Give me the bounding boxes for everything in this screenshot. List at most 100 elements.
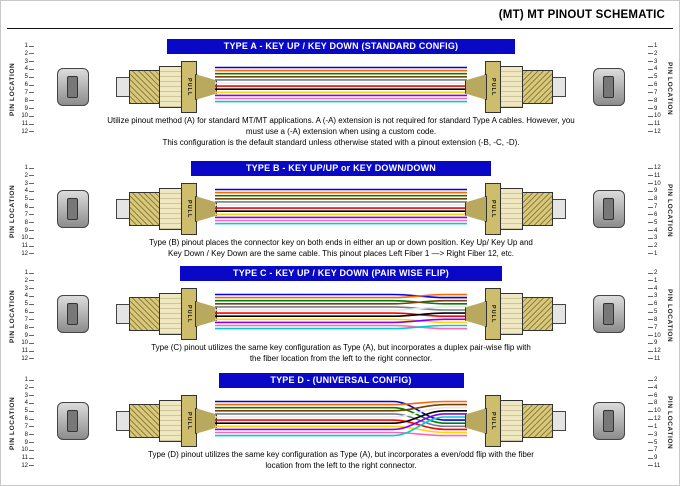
pin-number-row: 7 (648, 204, 662, 210)
pin-location-label: PIN LOCATION (9, 289, 16, 343)
pin-number-row: 12 (648, 129, 662, 135)
pin-tick (29, 327, 34, 329)
pin-tick (29, 131, 34, 133)
pin-number-row: 7 (648, 325, 662, 331)
pin-number: 10 (21, 340, 28, 347)
mt-connector-right: PULL (467, 183, 567, 235)
pin-number-row: 1 (20, 377, 34, 383)
pin-number: 5 (24, 408, 28, 415)
pin-tick (648, 358, 653, 360)
pin-number: 11 (654, 355, 661, 362)
pin-number-row: 5 (20, 196, 34, 202)
pin-number: 6 (24, 204, 28, 211)
pin-number-row: 11 (648, 121, 662, 127)
pin-number: 2 (24, 50, 28, 57)
pin-tick (648, 123, 653, 125)
pin-number: 5 (24, 196, 28, 203)
pin-number-row: 4 (20, 293, 34, 299)
pin-number: 7 (24, 423, 28, 430)
ferrule-icon (551, 304, 566, 324)
pin-number: 8 (654, 316, 658, 323)
pin-number: 5 (654, 74, 658, 81)
pin-tick (29, 272, 34, 274)
pin-location-label: PIN LOCATION (666, 289, 673, 343)
pull-label: PULL (186, 304, 192, 324)
pin-number: 2 (654, 377, 658, 383)
cable-diagram: PULL PULL (41, 59, 641, 113)
pin-number: 1 (24, 270, 28, 276)
pin-number-row: 6 (648, 301, 662, 307)
pin-number-row: 9 (20, 228, 34, 234)
pin-number: 7 (654, 89, 658, 96)
pin-number: 12 (21, 355, 28, 362)
pin-number: 1 (24, 377, 28, 383)
section-description: Type (D) pinout utilizes the same key co… (148, 450, 534, 471)
connector-body (159, 188, 183, 230)
pin-number: 11 (21, 348, 28, 355)
pin-number: 12 (21, 250, 28, 257)
pin-tick (648, 53, 653, 55)
pin-number: 11 (654, 462, 661, 469)
pin-number-row: 9 (648, 106, 662, 112)
pin-number-row: 10 (648, 333, 662, 339)
pin-number-row: 12 (20, 356, 34, 362)
mt-connector-left: PULL (115, 61, 217, 113)
pin-tick (648, 449, 653, 451)
fiber-line-8 (215, 312, 467, 317)
pin-number-row: 5 (648, 74, 662, 80)
pin-number: 7 (654, 324, 658, 331)
pin-tick (648, 68, 653, 70)
connector-boot (195, 301, 217, 327)
pin-tick (648, 222, 653, 224)
pin-number: 1 (654, 423, 658, 430)
ferrule-icon (551, 199, 566, 219)
pull-tab: PULL (485, 183, 501, 235)
pin-tick (29, 426, 34, 428)
pin-number: 8 (654, 97, 658, 104)
fiber-line-2 (215, 293, 467, 299)
pin-number-row: 4 (648, 286, 662, 292)
fiber-ribbon (215, 66, 467, 103)
pin-number: 5 (654, 309, 658, 316)
pin-number-row: 9 (648, 340, 662, 346)
connector-housing (521, 70, 553, 104)
pin-number: 1 (654, 43, 658, 49)
pull-label: PULL (490, 304, 496, 324)
ferrule-icon (551, 411, 566, 431)
pin-number: 2 (24, 277, 28, 284)
pin-number-row: 11 (648, 463, 662, 469)
pin-number: 11 (654, 172, 661, 179)
pin-tick (29, 350, 34, 352)
pin-number-row: 2 (20, 51, 34, 57)
pin-number: 10 (654, 180, 661, 187)
pin-tick (29, 245, 34, 247)
fiber-line-5 (215, 413, 467, 428)
pin-location-label: PIN LOCATION (9, 396, 16, 450)
pin-number: 9 (24, 332, 28, 339)
pin-number: 9 (654, 455, 658, 462)
pin-number-row: 6 (20, 309, 34, 315)
pin-number-row: 7 (648, 90, 662, 96)
fiber-line-4 (215, 299, 467, 305)
fiber-line-6 (215, 306, 467, 311)
pin-number: 5 (24, 74, 28, 81)
pin-tick (648, 214, 653, 216)
fiber-ribbon (215, 400, 467, 437)
pin-number: 9 (654, 340, 658, 347)
end-connector-right (593, 190, 625, 228)
pin-number: 6 (24, 416, 28, 423)
mt-connector-left: PULL (115, 183, 217, 235)
pin-tick (648, 387, 653, 389)
pin-number-row: 10 (20, 235, 34, 241)
pin-number-row: 5 (648, 309, 662, 315)
pin-number-row: 10 (20, 447, 34, 453)
pin-tick (29, 108, 34, 109)
pin-number-row: 4 (20, 400, 34, 406)
pin-number: 2 (654, 50, 658, 57)
pin-number: 11 (21, 121, 28, 128)
pin-number-row: 11 (648, 173, 662, 179)
